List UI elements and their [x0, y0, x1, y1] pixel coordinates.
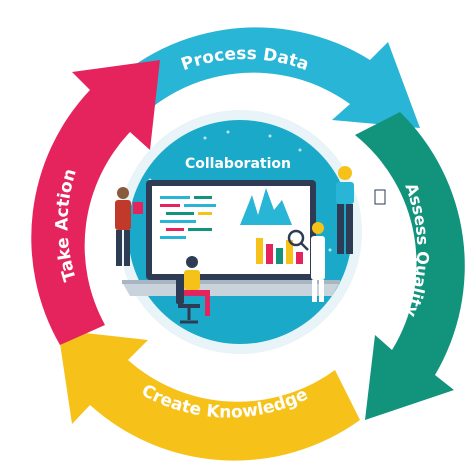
arc-create-knowledge	[58, 330, 360, 461]
center-title: Collaboration	[185, 156, 291, 172]
screen-code-lines	[160, 196, 216, 239]
person-icon	[184, 256, 210, 316]
laptop-icon	[122, 180, 340, 296]
person-icon	[115, 187, 143, 266]
screen-chart	[240, 188, 303, 264]
arc-take-action	[31, 60, 160, 345]
arc-process-data	[95, 27, 420, 128]
chair-icon	[176, 274, 200, 324]
magnifier-icon	[287, 229, 309, 251]
person-icon	[336, 166, 386, 254]
person-icon	[311, 222, 325, 302]
arc-assess-quality	[355, 112, 465, 420]
